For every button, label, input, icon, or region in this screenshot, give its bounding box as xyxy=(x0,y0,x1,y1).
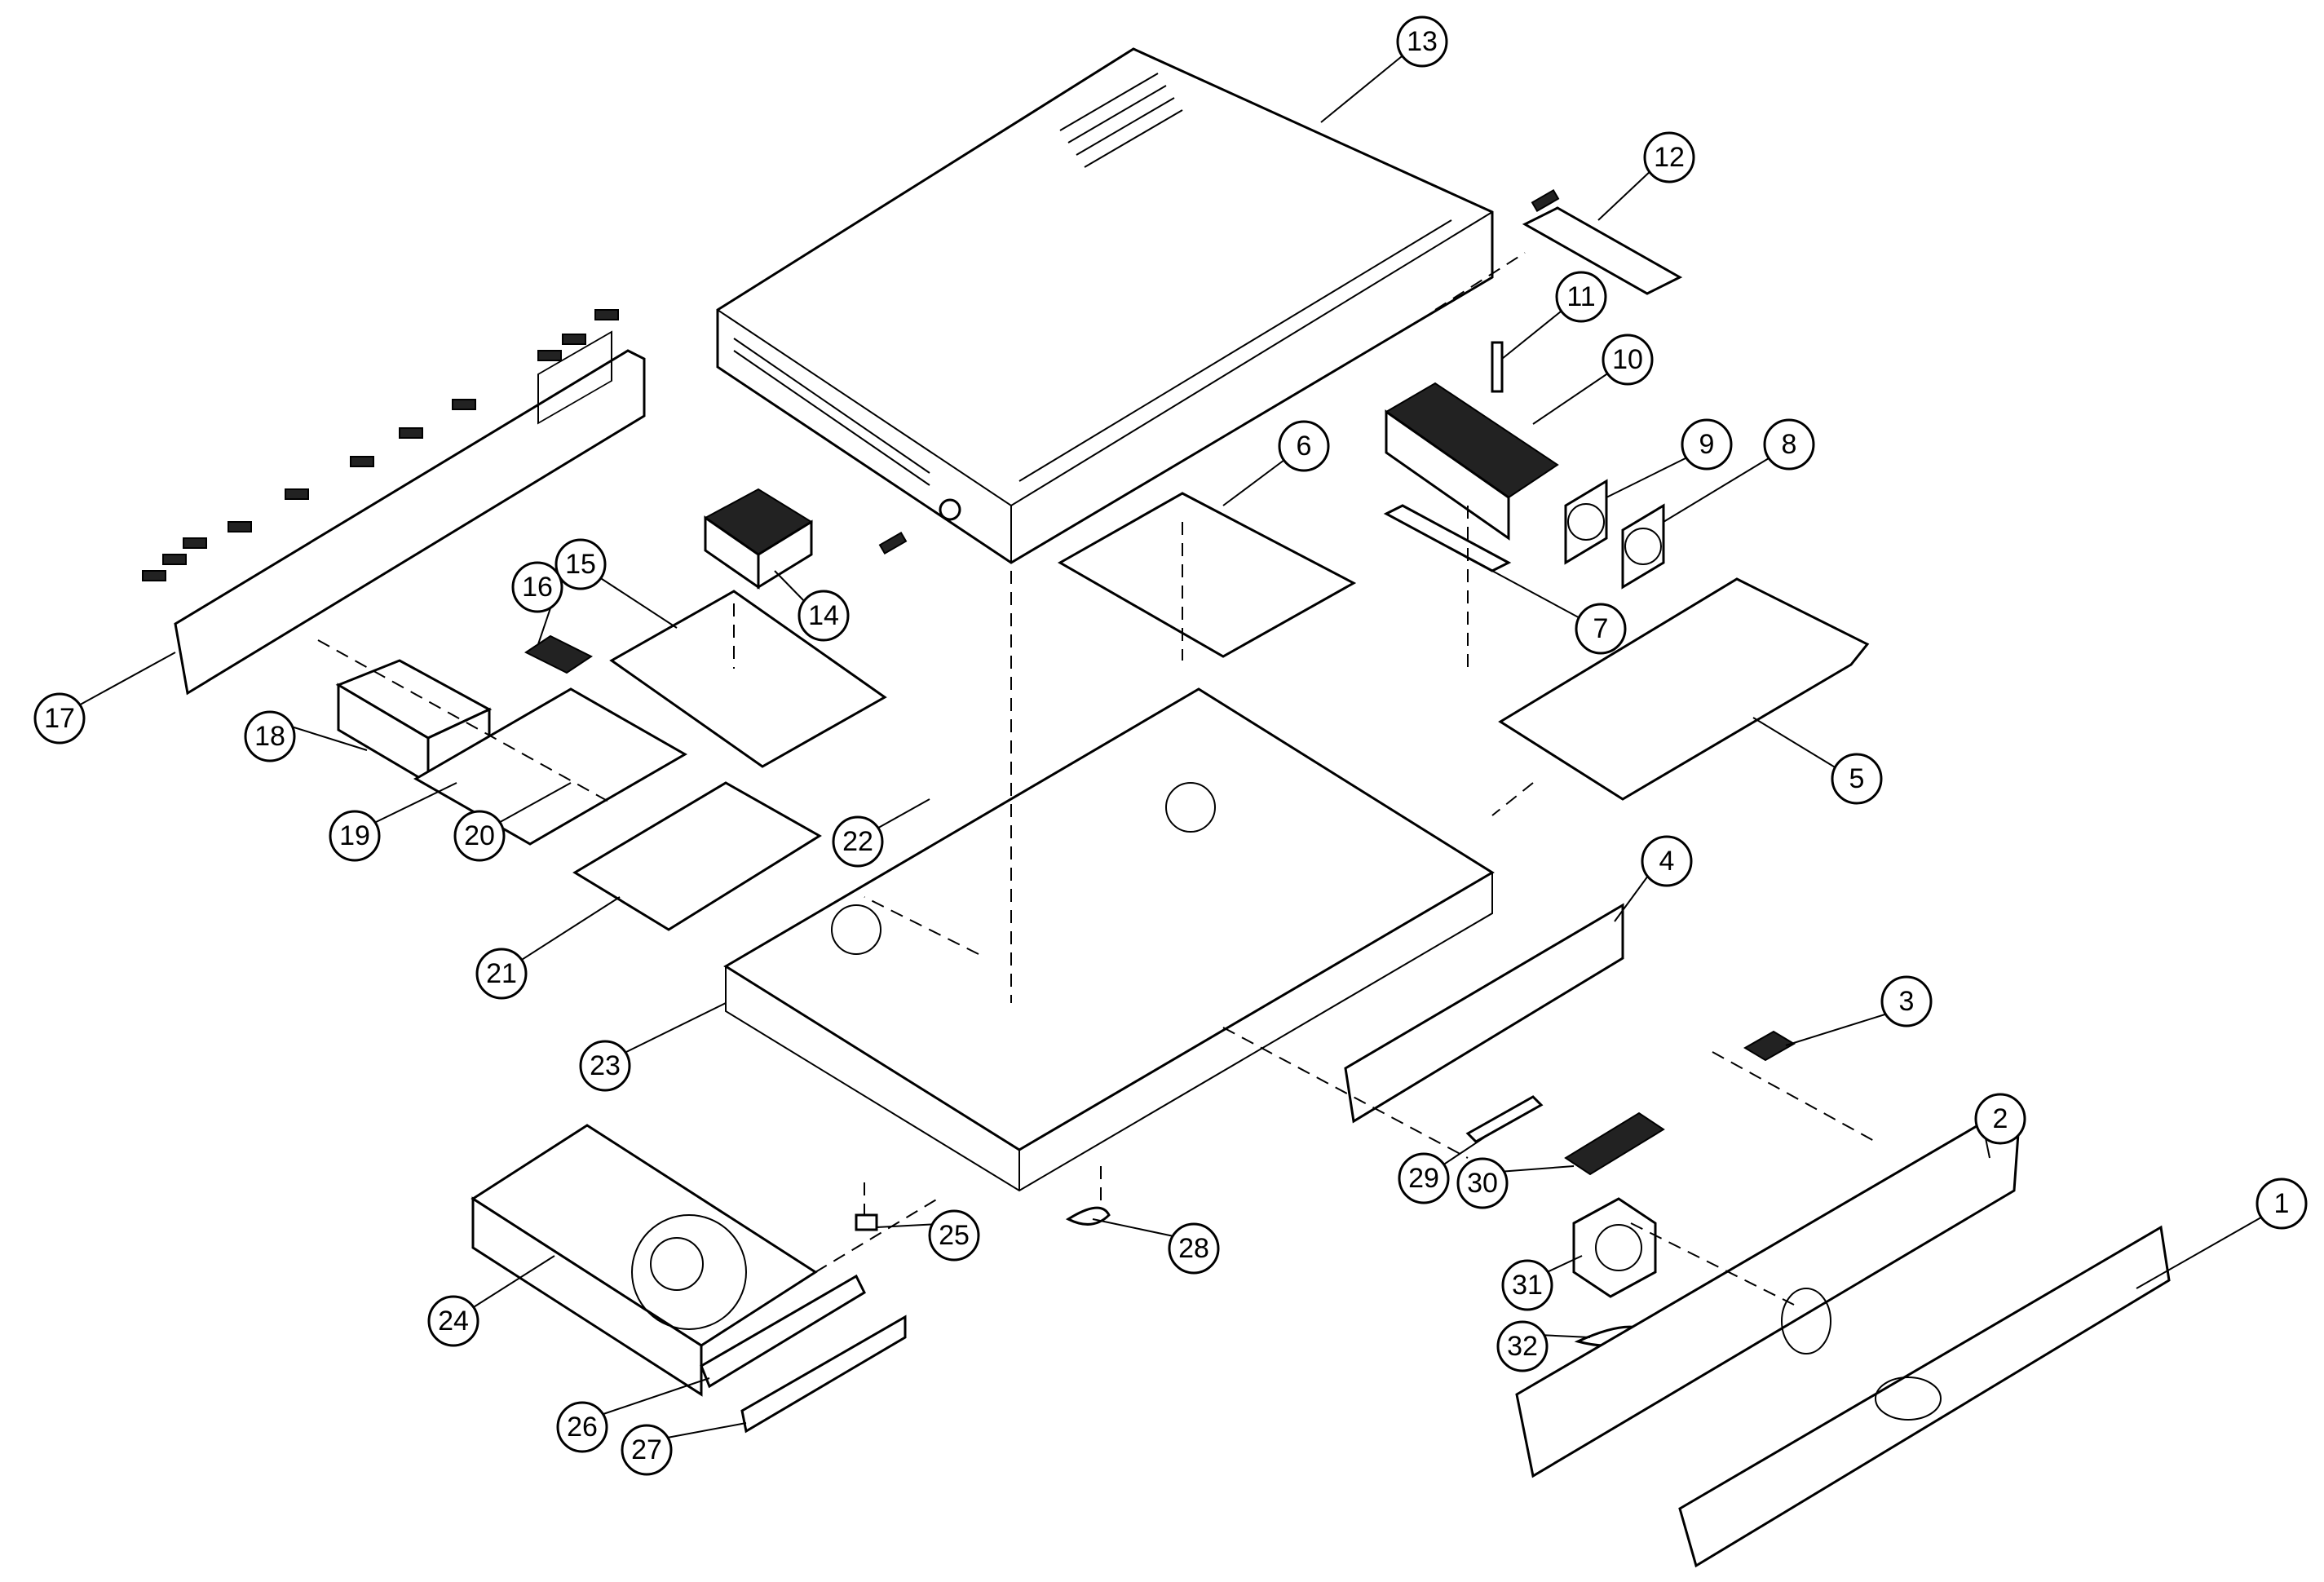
callout-label: 11 xyxy=(1566,281,1595,312)
callout-label: 31 xyxy=(1512,1270,1543,1301)
part-front-window xyxy=(1678,1225,2171,1568)
callout-9: 9 xyxy=(1681,418,1733,471)
callout-label: 3 xyxy=(1899,986,1915,1017)
part-3 xyxy=(1743,1030,1796,1062)
callout-label: 28 xyxy=(1178,1233,1209,1264)
callout-17: 17 xyxy=(33,692,86,745)
callout-label: 7 xyxy=(1593,613,1609,644)
callout-label: 10 xyxy=(1612,344,1643,375)
callout-5: 5 xyxy=(1831,753,1883,805)
callout-label: 32 xyxy=(1507,1331,1538,1362)
part-top-cover xyxy=(716,47,1560,564)
part-front-panel xyxy=(1515,1107,2020,1478)
part-bracket-11 xyxy=(1491,341,1504,393)
screw-icon xyxy=(878,531,908,555)
part-pcb-5 xyxy=(1498,577,1870,801)
callout-label: 27 xyxy=(631,1434,662,1465)
part-chassis xyxy=(723,687,1495,1192)
callout-label: 19 xyxy=(339,820,370,851)
callout-30: 30 xyxy=(1456,1157,1509,1209)
callout-15: 15 xyxy=(554,538,607,590)
callout-label: 29 xyxy=(1408,1163,1439,1194)
callout-23: 23 xyxy=(579,1040,631,1092)
callout-3: 3 xyxy=(1880,975,1933,1027)
callout-2: 2 xyxy=(1974,1093,2026,1145)
part-strip-27 xyxy=(740,1315,907,1434)
callout-20: 20 xyxy=(453,810,506,862)
callout-7: 7 xyxy=(1575,603,1627,655)
callout-label: 12 xyxy=(1654,142,1685,173)
screw-icon xyxy=(1531,188,1560,213)
part-heatsink-10 xyxy=(1385,382,1559,541)
screw-icon xyxy=(142,309,619,581)
part-heatsink-14 xyxy=(704,488,813,590)
alignment-lines xyxy=(317,252,1876,1306)
callout-label: 21 xyxy=(486,958,517,989)
callout-28: 28 xyxy=(1168,1222,1220,1275)
callout-24: 24 xyxy=(427,1295,479,1347)
callout-label: 26 xyxy=(567,1412,598,1443)
part-30 xyxy=(1564,1111,1665,1176)
callout-label: 17 xyxy=(44,703,75,734)
callout-12: 12 xyxy=(1643,131,1695,183)
callout-label: 6 xyxy=(1297,431,1312,462)
callout-label: 16 xyxy=(522,572,553,603)
callout-29: 29 xyxy=(1398,1152,1450,1204)
callout-6: 6 xyxy=(1278,420,1330,472)
part-board-7 xyxy=(1383,504,1512,572)
callout-label: 30 xyxy=(1467,1168,1498,1199)
callout-18: 18 xyxy=(244,710,296,762)
callout-8: 8 xyxy=(1763,418,1815,471)
callout-31: 31 xyxy=(1501,1259,1553,1311)
callout-label: 2 xyxy=(1993,1103,2008,1134)
callout-label: 15 xyxy=(565,549,596,580)
callout-label: 9 xyxy=(1699,429,1715,460)
part-rear-panel xyxy=(142,309,646,696)
callout-label: 18 xyxy=(254,721,285,752)
part-pcb-6 xyxy=(1057,492,1357,658)
callout-21: 21 xyxy=(475,948,528,1000)
callout-4: 4 xyxy=(1641,835,1693,887)
callout-16: 16 xyxy=(511,561,563,613)
part-31 xyxy=(1572,1197,1657,1298)
callout-1: 1 xyxy=(2256,1178,2308,1230)
part-pcb-21 xyxy=(572,781,822,931)
callout-22: 22 xyxy=(832,815,884,868)
callout-27: 27 xyxy=(621,1424,673,1476)
part-29 xyxy=(1465,1095,1544,1143)
part-pcb-15 xyxy=(609,590,887,768)
callout-14: 14 xyxy=(797,590,850,642)
callout-label: 23 xyxy=(590,1050,621,1081)
callout-label: 1 xyxy=(2274,1188,2290,1219)
callout-label: 25 xyxy=(939,1220,970,1251)
callout-label: 13 xyxy=(1407,26,1438,57)
callout-label: 8 xyxy=(1782,429,1797,460)
callout-32: 32 xyxy=(1496,1320,1549,1372)
callout-label: 24 xyxy=(438,1306,469,1337)
part-plate-12 xyxy=(1522,206,1683,295)
callout-11: 11 xyxy=(1555,271,1607,323)
leader-lines xyxy=(75,52,2266,1439)
callout-10: 10 xyxy=(1602,334,1654,386)
part-bracket-4 xyxy=(1344,903,1624,1124)
callout-label: 20 xyxy=(464,820,495,851)
callout-19: 19 xyxy=(329,810,381,862)
part-heatsink-16 xyxy=(524,634,593,674)
callout-26: 26 xyxy=(556,1401,608,1453)
callout-label: 5 xyxy=(1849,763,1865,794)
callout-label: 4 xyxy=(1659,846,1675,877)
callout-25: 25 xyxy=(928,1209,980,1262)
callout-13: 13 xyxy=(1396,15,1448,68)
part-fan-8 xyxy=(1621,503,1665,590)
part-foot-25 xyxy=(855,1213,878,1231)
callout-label: 14 xyxy=(808,600,839,631)
callout-label: 22 xyxy=(842,826,873,857)
part-dvd-loader xyxy=(471,1124,818,1397)
part-fan-gasket-9 xyxy=(1564,479,1608,565)
